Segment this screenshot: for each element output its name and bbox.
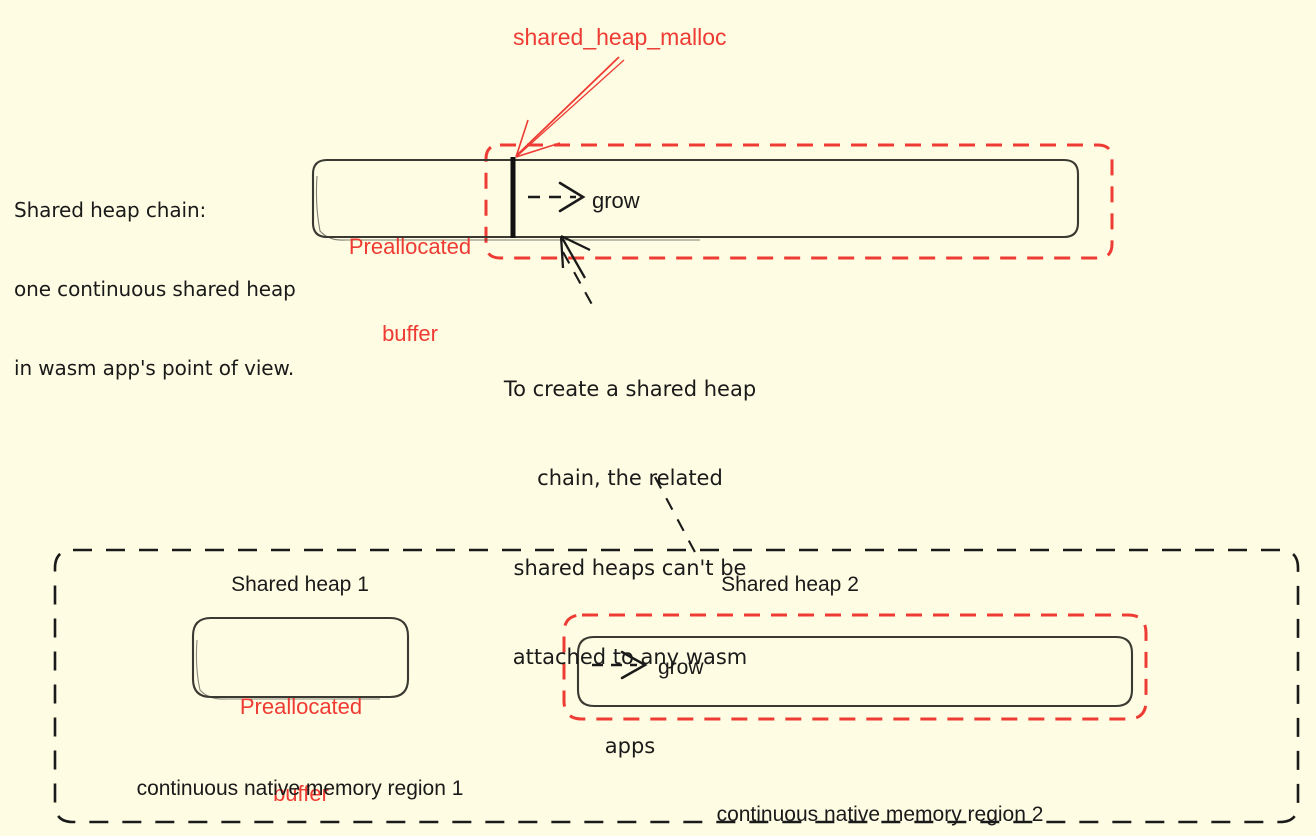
shared-heap-1-buffer-label: Preallocated buffer <box>203 634 399 836</box>
shared-heap-1-title: Shared heap 1 <box>231 573 369 596</box>
note-line-1: To create a shared heap <box>503 376 757 401</box>
note-line-4: attached to any wasm <box>512 644 748 669</box>
shared-heap-1-caption-line-1: continuous native memory region 1 <box>136 776 464 800</box>
shared-heap-malloc-pointer-arrow <box>515 56 625 158</box>
main-shared-heap-bar <box>311 158 1080 239</box>
note-line-5: apps <box>604 734 656 759</box>
main-preallocated-buffer-line-1: Preallocated <box>348 234 472 260</box>
note-callout-arrow <box>559 234 596 311</box>
note-line-2: chain, the related <box>537 466 723 491</box>
shared-heap-1-caption: continuous native memory region 1 (from … <box>110 717 490 836</box>
shared-heap-chain-container <box>53 548 1300 824</box>
note-to-container-connector <box>654 476 698 557</box>
main-bar-red-dashed-region <box>484 143 1114 260</box>
shared-heap-1-buffer-line-2: buffer <box>273 781 329 807</box>
note-line-3: shared heaps can't be <box>513 555 747 580</box>
shared-heap-1-buffer-box <box>191 616 410 699</box>
shared-heap-chain-description: Shared heap chain: one continuous shared… <box>14 144 296 434</box>
shared-heap-1-buffer-line-1: Preallocated <box>239 694 363 720</box>
main-preallocated-buffer-label: Preallocated buffer <box>331 174 489 406</box>
grow-arrow-shared-heap-2 <box>592 650 648 680</box>
grow-arrow-main <box>528 181 586 213</box>
shared-heap-2-caption-line-1: continuous native memory region 2 <box>716 802 1044 826</box>
main-grow-label: grow <box>592 188 640 213</box>
main-preallocated-buffer-line-2: buffer <box>382 321 438 347</box>
shared-heap-1-buffer-box-sketch-stroke <box>195 639 380 700</box>
shared-heap-chain-note: To create a shared heap chain, the relat… <box>480 315 780 822</box>
main-shared-heap-bar-sketch-stroke <box>315 175 700 241</box>
shared-heap-2-region-box <box>576 635 1134 708</box>
shared-heap-malloc-label: shared_heap_malloc <box>513 24 727 50</box>
shared-heap-2-grow-label: grow <box>658 656 704 679</box>
shared-heap-2-caption: continuous native memory region 2 (WAMR … <box>680 743 1080 836</box>
description-line-3: in wasm app's point of view. <box>14 356 295 381</box>
description-line-1: Shared heap chain: <box>14 197 207 222</box>
shared-heap-2-title: Shared heap 2 <box>721 573 859 596</box>
description-line-2: one continuous shared heap <box>14 276 296 301</box>
